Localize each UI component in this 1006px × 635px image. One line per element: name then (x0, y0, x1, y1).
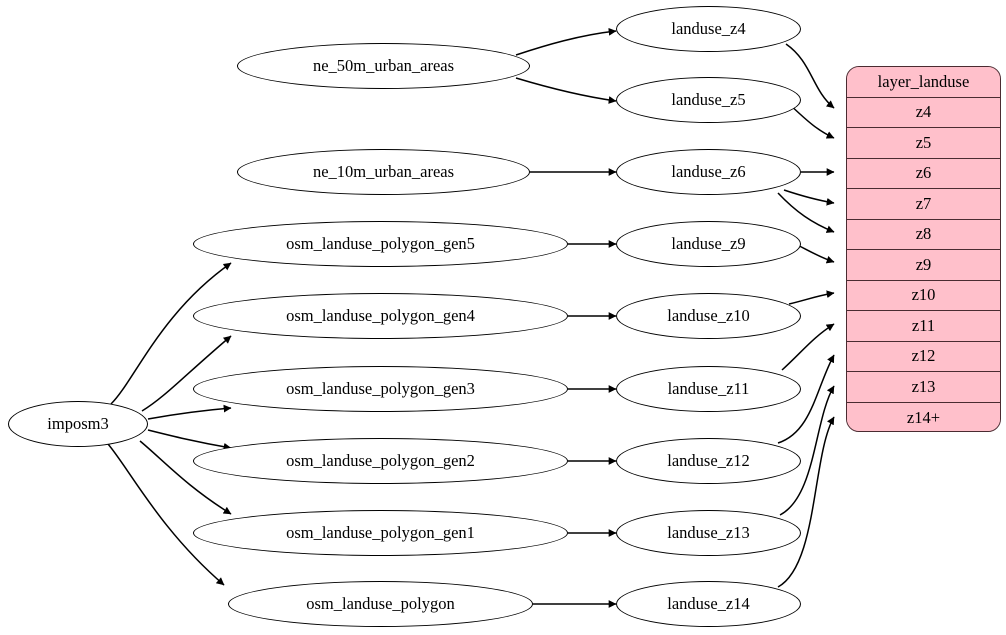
table-row-z7[interactable]: z7 (847, 189, 1000, 220)
node-label: landuse_z13 (667, 522, 750, 542)
node-label: osm_landuse_polygon_gen1 (286, 522, 475, 542)
node-imposm3[interactable]: imposm3 (8, 401, 148, 447)
node-label: osm_landuse_polygon_gen3 (286, 378, 475, 398)
node-osm-landuse-polygon-gen3[interactable]: osm_landuse_polygon_gen3 (193, 366, 568, 412)
table-cell-label: z13 (911, 376, 936, 396)
node-osm-landuse-polygon[interactable]: osm_landuse_polygon (228, 581, 533, 627)
node-label: landuse_z5 (671, 89, 746, 109)
table-row-z6[interactable]: z6 (847, 158, 1000, 189)
node-label: landuse_z12 (667, 450, 750, 470)
table-row-z8[interactable]: z8 (847, 219, 1000, 250)
node-landuse-z14[interactable]: landuse_z14 (616, 581, 801, 627)
node-osm-landuse-polygon-gen2[interactable]: osm_landuse_polygon_gen2 (193, 438, 568, 484)
table-header-row: layer_landuse (847, 67, 1000, 98)
node-landuse-z11[interactable]: landuse_z11 (616, 366, 801, 412)
node-osm-landuse-polygon-gen5[interactable]: osm_landuse_polygon_gen5 (193, 221, 568, 267)
node-label: landuse_z10 (667, 305, 750, 325)
node-landuse-z9[interactable]: landuse_z9 (616, 221, 801, 267)
node-label: landuse_z11 (667, 378, 750, 398)
node-label: ne_50m_urban_areas (312, 55, 455, 75)
node-label: imposm3 (47, 413, 109, 433)
table-row-z4[interactable]: z4 (847, 97, 1000, 128)
table-cell-label: z14+ (906, 407, 941, 427)
edge-ne50m-landuse-z5 (515, 77, 617, 104)
node-landuse-z6[interactable]: landuse_z6 (616, 149, 801, 195)
table-row-z14plus[interactable]: z14+ (847, 402, 1000, 431)
node-landuse-z12[interactable]: landuse_z12 (616, 438, 801, 484)
table-row-z10[interactable]: z10 (847, 280, 1000, 311)
node-osm-landuse-polygon-gen4[interactable]: osm_landuse_polygon_gen4 (193, 293, 568, 339)
table-cell-label: z7 (915, 193, 932, 213)
node-ne-10m-urban-areas[interactable]: ne_10m_urban_areas (237, 149, 530, 195)
edge-landuse-z14-row-z14plus (777, 416, 835, 588)
node-osm-landuse-polygon-gen1[interactable]: osm_landuse_polygon_gen1 (193, 510, 568, 556)
table-cell-label: z4 (915, 102, 932, 121)
node-label: osm_landuse_polygon_gen4 (286, 305, 475, 325)
node-label: landuse_z14 (667, 593, 750, 613)
table-cell-label: z10 (911, 285, 936, 304)
table-row-z9[interactable]: z9 (847, 250, 1000, 281)
table-row-z5[interactable]: z5 (847, 128, 1000, 159)
table-cell-label: z5 (915, 132, 932, 152)
node-landuse-z10[interactable]: landuse_z10 (616, 293, 801, 339)
table-cell-label: z12 (911, 346, 936, 365)
node-label: osm_landuse_polygon (306, 593, 455, 613)
table-cell-label: z6 (915, 163, 932, 182)
node-label: landuse_z9 (671, 233, 746, 253)
table-row-z11[interactable]: z11 (847, 311, 1000, 342)
edge-imposm3-gen3 (147, 404, 232, 420)
table-row-z12[interactable]: z12 (847, 341, 1000, 372)
node-label: landuse_z4 (671, 18, 746, 38)
table-row-z13[interactable]: z13 (847, 372, 1000, 403)
edge-landuse-z6-row-z8 (777, 192, 835, 233)
table-header-label: layer_landuse (877, 71, 970, 91)
node-landuse-z13[interactable]: landuse_z13 (616, 510, 801, 556)
edge-landuse-z10-row-z10 (788, 290, 835, 305)
edge-landuse-z6-row-z7 (783, 189, 835, 206)
node-landuse-z4[interactable]: landuse_z4 (616, 6, 801, 52)
edge-ne50m-landuse-z4 (515, 27, 617, 56)
table-cell-label: z9 (915, 254, 932, 274)
layer-landuse-table[interactable]: layer_landuse z4 z5 z6 z7 z8 z9 z10 z11 … (846, 66, 1001, 432)
node-ne-50m-urban-areas[interactable]: ne_50m_urban_areas (237, 43, 530, 89)
node-label: osm_landuse_polygon_gen5 (286, 233, 475, 253)
node-label: osm_landuse_polygon_gen2 (286, 450, 475, 470)
node-label: ne_10m_urban_areas (312, 161, 455, 181)
edge-imposm3-gen2 (147, 429, 232, 451)
table-cell-label: z8 (915, 224, 932, 243)
table-cell-label: z11 (911, 315, 936, 335)
edge-landuse-z11-row-z11 (781, 323, 835, 371)
node-landuse-z5[interactable]: landuse_z5 (616, 77, 801, 123)
node-label: landuse_z6 (671, 161, 746, 181)
